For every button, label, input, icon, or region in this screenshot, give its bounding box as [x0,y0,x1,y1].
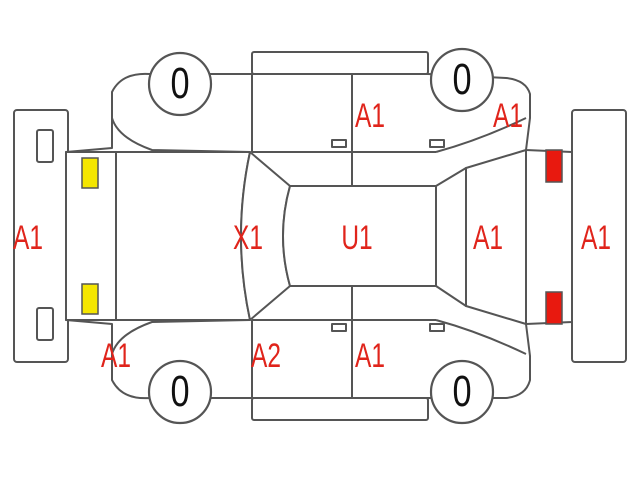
front-lamp-upper [81,157,99,189]
bottom-front-fender-line [111,319,251,380]
grade-hood: X1 [233,219,263,257]
hood-panel [115,151,251,321]
tyre-grade-rear-right: 0 [452,367,472,416]
tyre-grade-rear-left: 0 [452,55,472,104]
top-rear-door-handle [429,139,445,148]
front-lamp-lower [81,283,99,315]
grade-tailgate: A1 [473,219,503,257]
top-side-sill [251,51,429,75]
grade-top-rear-doors: A1 [493,97,523,135]
grade-front-bumper: A1 [13,219,43,257]
tyre-grade-front-left: 0 [170,59,190,108]
bottom-rear-door-handle [429,323,445,332]
rear-lamp-lower [545,291,563,325]
tyre-rear-right [429,359,495,425]
bottom-front-door-handle [331,323,347,332]
grade-bottom-front-fender: A1 [101,337,131,375]
front-bumper-lamp-upper [36,129,54,163]
roof-panel [282,185,437,287]
grade-roof: U1 [341,219,373,257]
grade-bottom-rear-door: A1 [355,337,385,375]
rear-window [435,167,467,307]
top-rear-quarter-line [435,117,527,153]
rear-lamp-upper [545,149,563,183]
bottom-side-sill [251,397,429,421]
tyre-front-right [147,359,213,425]
tailgate-panel [465,149,527,325]
grade-rear-bumper: A1 [581,219,611,257]
tyre-front-left [147,51,213,117]
tyre-grade-front-right: 0 [170,367,190,416]
grade-bottom-front-door: A2 [251,337,281,375]
top-front-fender-line [111,92,251,153]
front-bumper-lamp-lower [36,307,54,341]
tyre-rear-left [429,47,495,113]
bottom-rear-quarter-line [435,319,527,355]
grade-top-front-fender: A1 [355,97,385,135]
top-front-door-handle [331,139,347,148]
